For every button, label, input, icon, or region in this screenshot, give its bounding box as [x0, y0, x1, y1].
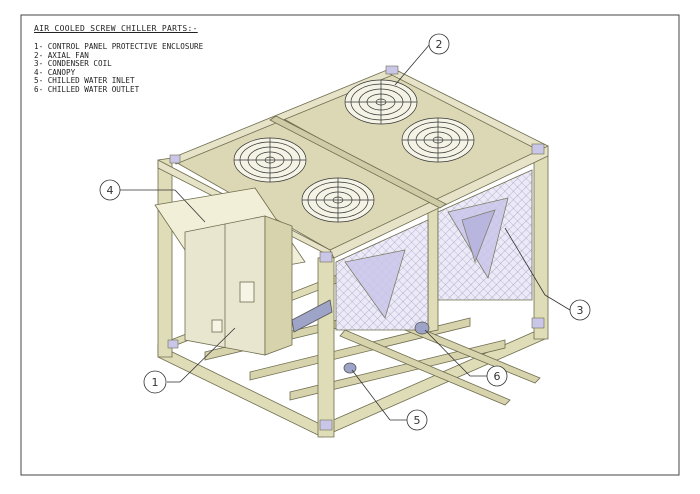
parts-list-item: 4- CANOPY — [34, 67, 76, 77]
axial-fans — [233, 79, 475, 223]
drawing-border — [20, 14, 680, 476]
control-panel — [154, 187, 306, 356]
callouts — [99, 33, 591, 431]
callout-5 — [406, 409, 428, 431]
parts-list-item: 6- CHILLED WATER OUTLET — [34, 84, 140, 94]
callout-4-number: 4 — [107, 184, 114, 197]
parts-list-item: 3- CONDENSER COIL — [34, 59, 112, 69]
parts-list-title: AIR COOLED SCREW CHILLER PARTS:- — [34, 24, 198, 33]
callout-4 — [99, 179, 121, 201]
axial-fan-icon — [301, 177, 375, 223]
callout-1 — [143, 370, 167, 394]
callout-6-number: 6 — [494, 370, 501, 383]
condenser-coils — [335, 169, 533, 331]
callout-1-number: 1 — [152, 376, 159, 389]
chilled-water-inlet-pipe — [343, 362, 357, 374]
axial-fan-icon — [401, 117, 475, 163]
callout-3 — [569, 299, 591, 321]
water-pipes — [291, 299, 430, 374]
callout-3-number: 3 — [577, 304, 584, 317]
axial-fan-icon — [233, 137, 307, 183]
axial-fan-icon — [344, 79, 418, 125]
parts-list-item: 2- AXIAL FAN — [34, 50, 89, 60]
parts-list-item: 1- CONTROL PANEL PROTECTIVE ENCLOSURE — [34, 42, 204, 51]
parts-list: 1- CONTROL PANEL PROTECTIVE ENCLOSURE 2-… — [34, 42, 204, 95]
callout-2-number: 2 — [436, 38, 443, 51]
corner-joints — [167, 65, 545, 431]
callout-6 — [486, 365, 508, 387]
parts-list-item: 5- CHILLED WATER INLET — [34, 76, 135, 86]
callout-numbers: 1 2 3 4 5 6 — [107, 38, 584, 427]
callout-2 — [428, 33, 450, 55]
callout-5-number: 5 — [414, 414, 421, 427]
